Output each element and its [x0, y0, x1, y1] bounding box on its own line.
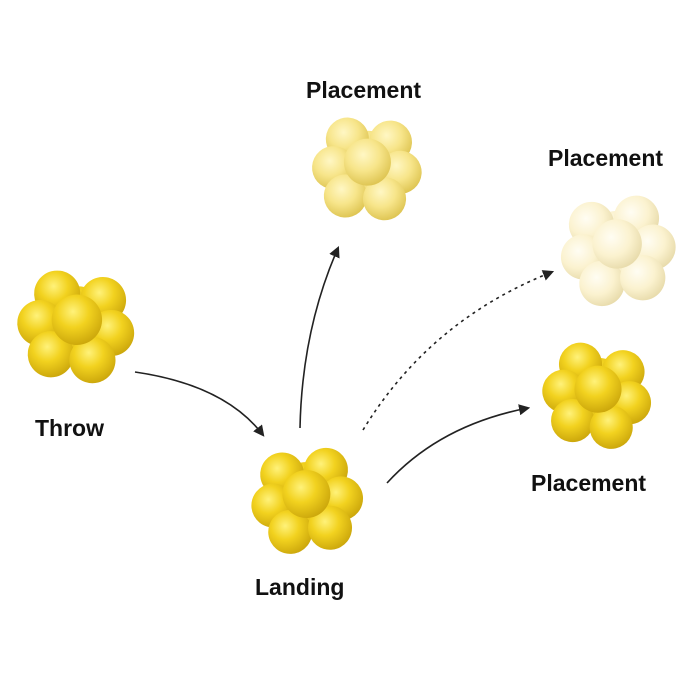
ball-landing [246, 444, 369, 558]
label-placement-right-top: Placement [548, 145, 664, 171]
arrow-landing-to-right-bottom [386, 404, 531, 484]
label-landing: Landing [255, 574, 345, 600]
ball-placement-right-bottom [534, 337, 660, 455]
label-placement-right-bottom: Placement [531, 470, 647, 496]
ball-throw [10, 265, 142, 389]
arrow-throw-to-landing [134, 371, 265, 437]
label-throw: Throw [35, 415, 104, 441]
arrow-landing-to-top [299, 245, 340, 429]
ball-placement-right-top [553, 190, 683, 312]
label-placement-top: Placement [306, 77, 422, 103]
arrow-landing-to-right-top [362, 270, 555, 431]
ball-placement-top [308, 115, 426, 223]
